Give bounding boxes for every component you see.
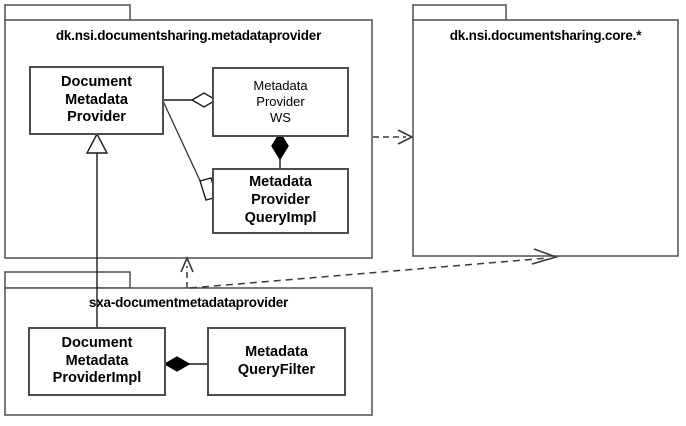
class-label-metadata-query-filter: Metadata QueryFilter	[208, 328, 345, 395]
composition-diamond-impl-icon	[163, 356, 191, 372]
class-line-3: Provider	[67, 109, 126, 126]
dependency-arrowhead-sxa-to-metadataprovider	[180, 255, 194, 273]
class-line-2: Provider	[256, 94, 305, 110]
package-metadataprovider-title: dk.nsi.documentsharing.metadataprovider	[55, 28, 322, 43]
class-line-1: Document	[61, 73, 132, 90]
dependency-arrowhead-metadataprovider-to-core	[397, 129, 414, 145]
class-line-3: QueryImpl	[244, 209, 317, 226]
class-line-3: ProviderImpl	[52, 370, 142, 387]
class-line-1: Document	[61, 334, 133, 351]
class-box-document-metadata-provider[interactable]	[29, 66, 164, 135]
class-line-2: Metadata	[65, 352, 129, 369]
aggregation-line-provider-to-queryimpl	[162, 100, 203, 186]
package-core-tab	[412, 4, 507, 22]
class-label-metadata-provider-ws: Metadata Provider WS	[213, 68, 348, 136]
class-line-2: Metadata	[65, 91, 128, 108]
package-metadataprovider-tab	[4, 4, 131, 22]
class-label-metadata-provider-query-impl: Metadata Provider QueryImpl	[213, 169, 348, 233]
class-line-3: WS	[270, 109, 291, 125]
class-label-document-metadata-provider: Document Metadata Provider	[30, 67, 163, 134]
package-core-title: dk.nsi.documentsharing.core.*	[449, 28, 642, 43]
package-core[interactable]	[412, 4, 679, 257]
composition-diamond-ws-icon	[271, 131, 289, 161]
generalization-triangle-icon	[85, 132, 109, 154]
class-line-2: QueryFilter	[237, 361, 316, 378]
dependency-line-sxa-to-core	[189, 257, 549, 289]
class-line-1: Metadata	[253, 78, 308, 94]
class-box-metadata-provider-ws[interactable]	[212, 67, 349, 137]
class-label-document-metadata-provider-impl: Document Metadata ProviderImpl	[29, 328, 165, 395]
class-box-metadata-provider-query-impl[interactable]	[212, 168, 349, 234]
class-line-1: Metadata	[245, 343, 308, 360]
class-line-1: Metadata	[249, 174, 312, 191]
class-line-2: Provider	[251, 192, 310, 209]
package-sxa-title: sxa-documentmetadataprovider	[88, 295, 289, 310]
dependency-arrowhead-sxa-to-core	[531, 248, 559, 265]
package-sxa-tab	[4, 271, 131, 289]
package-core-body	[412, 19, 679, 257]
class-box-metadata-query-filter[interactable]	[207, 327, 346, 396]
class-box-document-metadata-provider-impl[interactable]	[28, 327, 166, 396]
